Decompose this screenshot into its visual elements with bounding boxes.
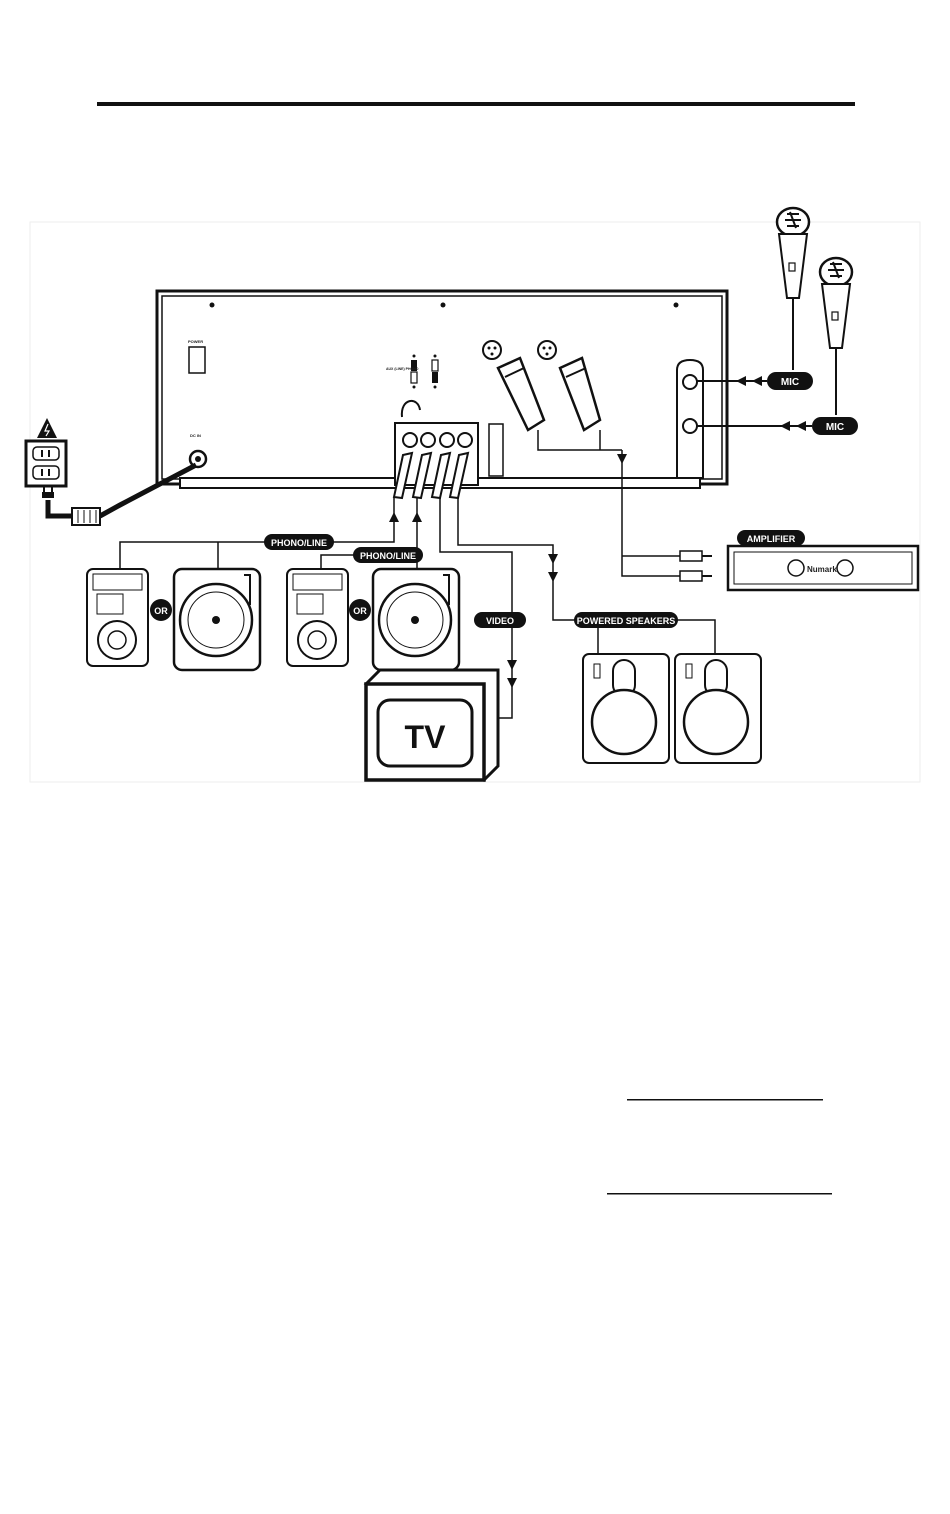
underline-1: [627, 1099, 823, 1101]
dc-in-label: DC IN: [190, 433, 201, 438]
aux-phono-label: AUX (LINE) PHONO: [386, 367, 419, 371]
mic-label-2: MIC: [826, 422, 844, 433]
amplifier-icon: Numark: [728, 546, 918, 590]
power-outlet: [26, 418, 66, 498]
amplifier-brand: Numark: [807, 565, 837, 574]
underline-2: [607, 1193, 832, 1195]
powered-speakers-label: POWERED SPEAKERS: [577, 616, 676, 626]
power-switch-label: POWER: [188, 339, 203, 344]
speaker-2: [675, 654, 761, 763]
speaker-1: [583, 654, 669, 763]
or-label-2: OR: [353, 606, 367, 616]
tv-icon: TV: [366, 670, 498, 780]
phono-line-cable-1: [120, 498, 394, 570]
phono-line-label-1: PHONO/LINE: [271, 538, 327, 548]
cd-player-2: [287, 569, 348, 666]
phono-line-label-2: PHONO/LINE: [360, 551, 416, 561]
turntable-1: [174, 569, 260, 670]
power-switch: [189, 347, 205, 373]
amplifier-label: AMPLIFIER: [747, 534, 796, 544]
microphone-2: [820, 258, 852, 415]
amp-plugs: [680, 551, 712, 581]
mic-jack-bracket: [677, 360, 703, 478]
cd-player-1: [87, 569, 148, 666]
turntable-2: [373, 569, 459, 670]
microphone-1: [777, 208, 809, 370]
video-label: VIDEO: [486, 616, 514, 626]
top-rule: [97, 102, 855, 106]
or-label-1: OR: [154, 606, 168, 616]
tv-label: TV: [405, 719, 447, 755]
mic-label-1: MIC: [781, 377, 799, 388]
